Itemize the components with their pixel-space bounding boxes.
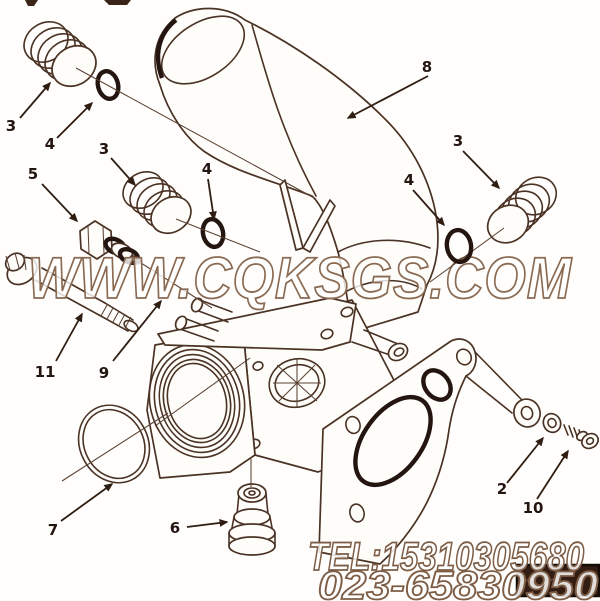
- callout-label-4-middle: 4: [202, 160, 212, 178]
- callout-labels: 3 4 3 4 5 8 3 4 11 9 7 6 2 10: [6, 58, 544, 539]
- vent-fitting: [79, 220, 141, 265]
- top-edge-marks: [25, 0, 131, 6]
- centerline-plug-right: [429, 227, 505, 283]
- callout-label-3-middle: 3: [99, 140, 109, 158]
- bore-rings: [148, 343, 246, 459]
- centerlines: [61, 67, 317, 487]
- gasket: [318, 338, 541, 565]
- top-plate: [157, 297, 357, 351]
- callout-label-4-upper-left: 4: [45, 135, 55, 153]
- tube-stub: [351, 329, 409, 362]
- callout-arrows: [19, 75, 569, 528]
- callout-label-5: 5: [28, 165, 38, 183]
- long-bolt: [4, 252, 139, 333]
- callout-label-4-right: 4: [404, 171, 414, 189]
- watermark-text: WWW.CQKSGS.COM: [28, 246, 573, 311]
- callout-label-3-right: 3: [453, 132, 463, 150]
- callout-label-10: 10: [523, 499, 544, 517]
- stamp-box: [515, 563, 600, 598]
- callout-label-3-upper-left: 3: [6, 117, 16, 135]
- washer: [542, 412, 562, 434]
- phone-text: 023-65830950: [318, 564, 598, 601]
- plug-middle: [122, 170, 192, 235]
- bottom-plug: [228, 483, 276, 556]
- tel-text: TEL:15310305680: [308, 535, 584, 579]
- callout-label-8: 8: [422, 58, 432, 76]
- callout-label-2: 2: [497, 480, 507, 498]
- transfer-tube: [154, 7, 439, 333]
- screw: [563, 424, 600, 450]
- oring-right: [444, 227, 474, 265]
- callout-label-11: 11: [35, 363, 56, 381]
- plug-right: [486, 176, 558, 244]
- callout-label-7: 7: [48, 521, 58, 539]
- plug-upper-left: [23, 20, 97, 88]
- callout-label-9: 9: [99, 364, 109, 382]
- studs: [174, 297, 233, 342]
- oring-upper-left: [95, 69, 121, 101]
- bore-face: [146, 329, 256, 479]
- callout-label-6: 6: [170, 519, 180, 537]
